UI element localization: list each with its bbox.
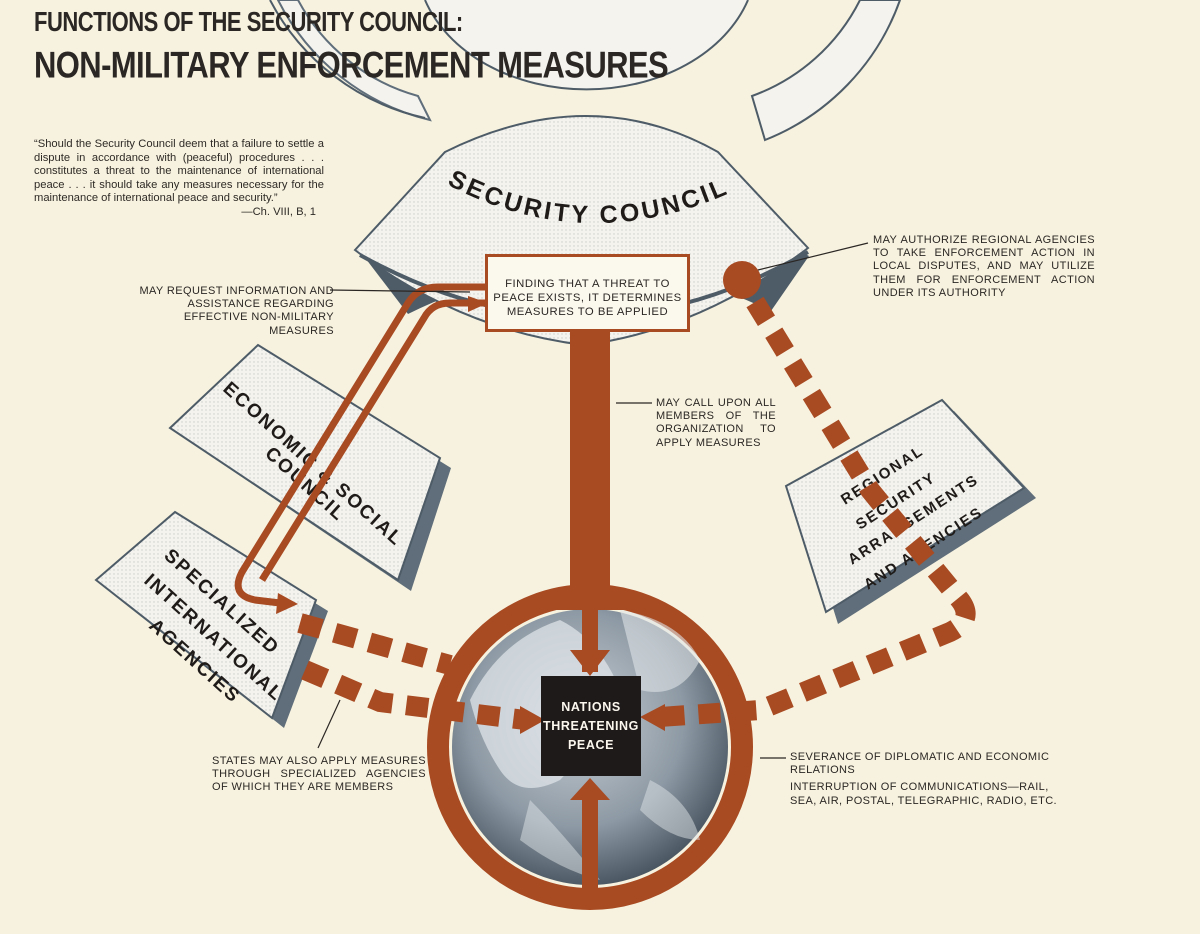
- annotation-call-upon: MAY CALL UPON ALL MEMBERS OF THE ORGANIZ…: [656, 397, 776, 449]
- regional-agencies-card: REGIONAL SECURITY ARRANGEMENTS AND AGENC…: [784, 398, 1036, 624]
- finding-box: FINDING THAT A THREAT TO PEACE EXISTS, I…: [485, 254, 690, 332]
- nations-line3: PEACE: [567, 737, 615, 752]
- regional-dashed-link: [640, 261, 976, 731]
- request-loop-arrow: [234, 283, 488, 614]
- quote-source: —Ch. VIII, B, 1: [241, 205, 316, 218]
- annotation-request-info: MAY REQUEST INFORMATION AND ASSISTANCE R…: [139, 285, 334, 337]
- page-title: NON-MILITARY ENFORCEMENT MEASURES: [34, 44, 669, 86]
- annotation-authorize-regional: MAY AUTHORIZE REGIONAL AGENCIES TO TAKE …: [873, 234, 1095, 299]
- nations-line2: THREATENING: [543, 718, 639, 733]
- nations-threatening-peace-box: NATIONS THREATENING PEACE: [541, 676, 641, 776]
- specialized-agencies-card: SPECIALIZED INTERNATIONAL AGENCIES: [94, 510, 328, 728]
- annotation-measures: SEVERANCE OF DIPLOMATIC AND ECONOMIC REL…: [790, 751, 1070, 808]
- top-ring-fragment: [269, 0, 902, 142]
- ecosoc-card: ECONOMIC & SOCIAL COUNCIL: [168, 343, 451, 591]
- nations-line1: NATIONS: [561, 699, 621, 714]
- annotation-severance: SEVERANCE OF DIPLOMATIC AND ECONOMIC REL…: [790, 751, 1050, 777]
- charter-quote: “Should the Security Council deem that a…: [34, 138, 324, 220]
- specialized-dashed-links: [297, 613, 545, 734]
- quote-text: “Should the Security Council deem that a…: [34, 138, 324, 205]
- council-stem: [545, 332, 635, 900]
- annotation-interruption: INTERRUPTION OF COMMUNICATIONS—RAIL, SEA…: [790, 781, 1058, 807]
- annotation-states-apply: STATES MAY ALSO APPLY MEASURES THROUGH S…: [212, 755, 426, 794]
- page-subtitle: FUNCTIONS OF THE SECURITY COUNCIL:: [34, 6, 463, 38]
- leader-lines: [317, 242, 869, 759]
